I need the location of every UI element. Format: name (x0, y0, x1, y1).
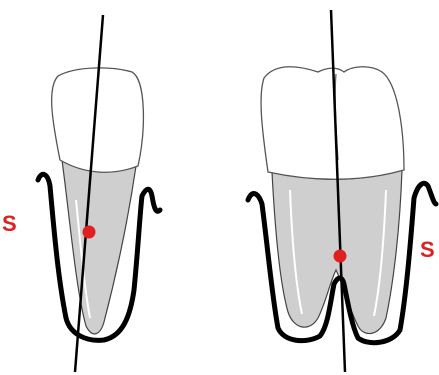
left-root (62, 160, 136, 334)
left-center-of-rotation-dot (83, 226, 96, 239)
right-s-label: S (420, 239, 435, 261)
right-center-of-rotation-dot (334, 250, 347, 263)
right-crown (261, 67, 404, 180)
double-rooted-molar (248, 10, 436, 372)
left-s-label: S (2, 213, 17, 235)
single-rooted-tooth (38, 15, 160, 372)
